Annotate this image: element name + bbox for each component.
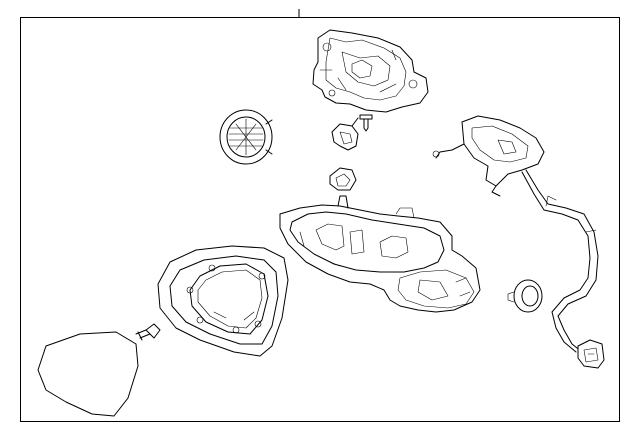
harness-grommet — [507, 279, 543, 313]
diagram-border — [20, 17, 620, 422]
small-screw — [359, 114, 373, 132]
mounting-screw — [135, 323, 161, 341]
mirror-glass — [37, 331, 139, 417]
grommet-top — [329, 167, 357, 191]
turn-signal-module — [219, 109, 273, 165]
wiring-harness — [432, 115, 599, 353]
harness-connector — [577, 339, 605, 369]
mirror-frame — [157, 245, 289, 357]
mirror-housing — [279, 195, 481, 313]
clip — [331, 117, 359, 151]
motor-bracket — [312, 29, 429, 113]
